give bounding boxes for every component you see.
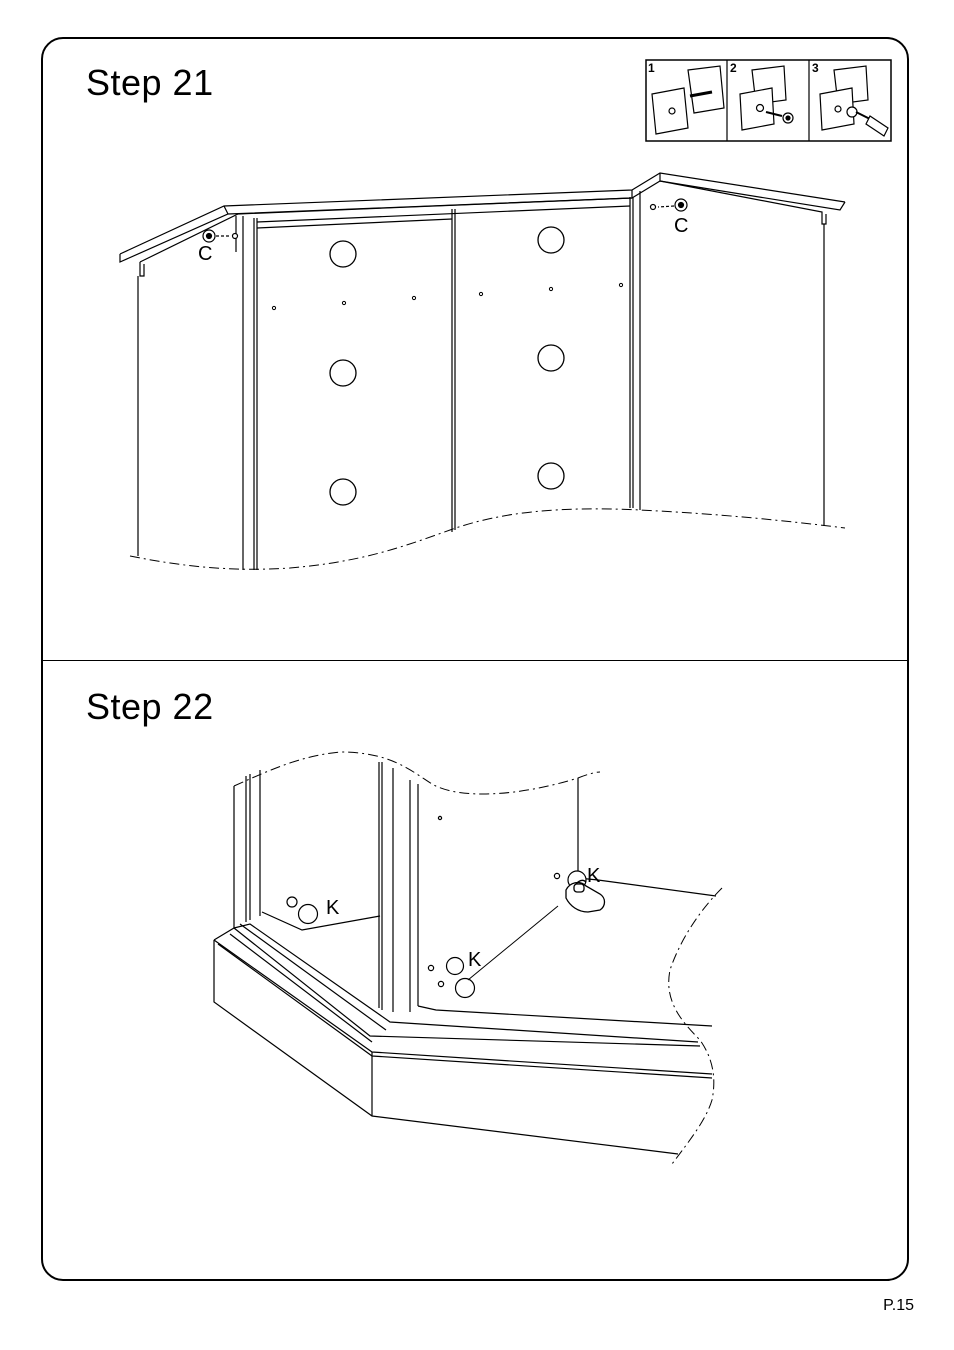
cam-lock-icon (651, 199, 688, 211)
break-line (234, 752, 600, 794)
callout-k-middle: K (468, 949, 482, 971)
inset-step-2: 2 (730, 61, 737, 75)
inset-step-3: 3 (812, 61, 819, 75)
pin-holes (272, 283, 622, 309)
pointer-lines (468, 906, 558, 980)
cam-lock-inset (646, 60, 891, 141)
step-22-cabinet-base (214, 762, 716, 1154)
callout-c-left: C (198, 243, 212, 265)
callout-c-right: C (674, 215, 688, 237)
cam-lock-icon (203, 230, 238, 242)
shelf-holes (330, 227, 564, 505)
callout-k-left: K (326, 897, 339, 920)
step-21-cabinet-top (120, 173, 845, 570)
inset-step-1: 1 (648, 61, 655, 75)
callout-k-right: K (587, 865, 601, 887)
break-line (669, 888, 722, 1164)
break-line (130, 509, 845, 569)
